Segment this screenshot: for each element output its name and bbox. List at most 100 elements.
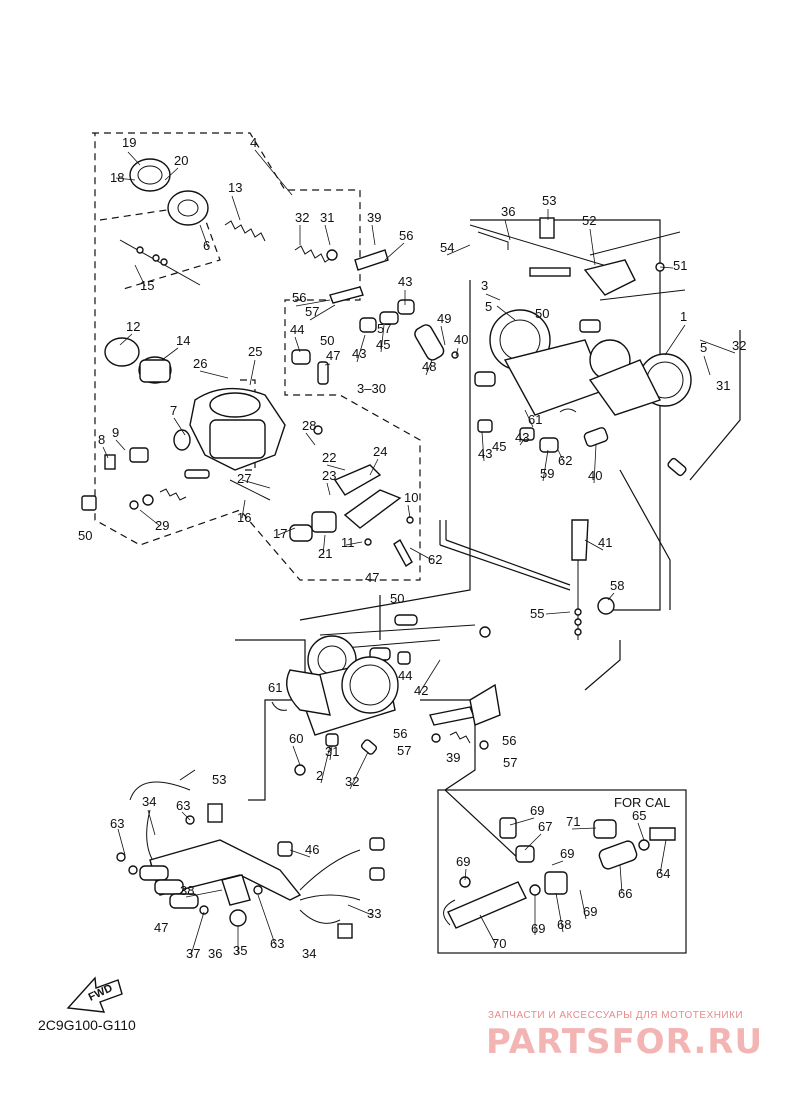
callout-45-2: 45 [492, 439, 506, 454]
callout-43-4: 43 [515, 430, 529, 445]
leader-lines [102, 149, 736, 956]
callout-3: 3 [481, 278, 488, 293]
callout-69-5: 69 [583, 904, 597, 919]
leader-line [380, 324, 385, 353]
callout-58: 58 [610, 578, 624, 593]
leader-line [524, 833, 542, 851]
group-boundaries [92, 132, 741, 861]
callout-47-2: 47 [365, 570, 379, 585]
leader-line [305, 432, 316, 446]
leader-line [555, 892, 564, 933]
carb-assembly-upper-right [469, 217, 692, 477]
leader-line [249, 359, 256, 386]
callout-29: 29 [155, 518, 169, 533]
leader-line [455, 347, 459, 357]
callout-12: 12 [126, 319, 140, 334]
leader-line [496, 305, 516, 321]
callout-45: 45 [376, 337, 390, 352]
callout-56-2: 56 [292, 290, 306, 305]
leader-line [593, 444, 597, 484]
callout-23: 23 [322, 468, 336, 483]
leader-line [241, 499, 246, 519]
callout-35: 35 [233, 943, 247, 958]
callout-1: 1 [680, 309, 687, 324]
callout-62: 62 [428, 552, 442, 567]
callout-32-3: 32 [345, 774, 359, 789]
callout-24: 24 [373, 444, 387, 459]
leader-line [446, 244, 471, 256]
callout-40-2: 40 [588, 468, 602, 483]
callout-25: 25 [248, 344, 262, 359]
callout-31-3: 31 [325, 744, 339, 759]
callout-44: 44 [290, 322, 304, 337]
leader-line [584, 539, 604, 551]
leader-line [349, 751, 369, 790]
fwd-arrow: FWD [66, 976, 123, 1013]
callout-14: 14 [176, 333, 190, 348]
callout-39: 39 [367, 210, 381, 225]
leader-line [161, 347, 179, 361]
leader-line [485, 293, 501, 301]
callout-51: 51 [673, 258, 687, 273]
leader-line [579, 889, 587, 920]
leader-line [356, 334, 366, 363]
callout-50-3: 50 [535, 306, 549, 321]
leader-line [324, 224, 331, 246]
callout-11: 11 [341, 535, 355, 550]
callout-67: 67 [538, 819, 552, 834]
callout-56-4: 56 [502, 733, 516, 748]
leader-line [479, 914, 497, 946]
for-cal-box: FOR CAL [437, 789, 687, 954]
callout-41: 41 [598, 535, 612, 550]
callout-19: 19 [122, 135, 136, 150]
callout-40: 40 [454, 332, 468, 347]
callout-4: 4 [250, 135, 257, 150]
callout-43-3: 43 [478, 446, 492, 461]
callout-43: 43 [398, 274, 412, 289]
callout-55: 55 [530, 606, 544, 621]
callout-2: 2 [316, 768, 323, 783]
leader-line [699, 339, 736, 354]
leader-line [440, 325, 446, 346]
carb-assembly-upper-left [81, 158, 459, 568]
callout-bracket-3-30: 3–30 [357, 381, 386, 396]
leader-line [371, 224, 376, 246]
leader-line [102, 446, 109, 459]
sheet-code: 2C9G100-G110 [38, 1017, 136, 1033]
callout-52: 52 [582, 213, 596, 228]
callout-71: 71 [566, 814, 580, 829]
leader-line [181, 811, 191, 821]
leader-line [409, 547, 433, 561]
callout-17: 17 [273, 526, 287, 541]
leader-line [504, 219, 511, 241]
callout-61-2: 61 [268, 680, 282, 695]
leader-line [369, 458, 379, 476]
leader-line [164, 167, 179, 181]
callout-7: 7 [170, 403, 177, 418]
callout-53: 53 [542, 193, 556, 208]
callout-31: 31 [320, 210, 334, 225]
leader-line [309, 304, 336, 321]
callout-37: 37 [186, 946, 200, 961]
leader-line [619, 864, 623, 894]
leader-line [277, 527, 296, 536]
callout-8: 8 [98, 432, 105, 447]
callout-39-2: 39 [446, 750, 460, 765]
callout-44-2: 44 [398, 668, 412, 683]
carb-assembly-lower [271, 614, 501, 776]
leader-line [589, 228, 596, 266]
callout-57-4: 57 [503, 755, 517, 770]
callout-47-3: 47 [154, 920, 168, 935]
watermark-tagline: ЗАПЧАСТИ И АКСЕССУАРЫ ДЛЯ МОТОТЕХНИКИ [488, 1010, 744, 1021]
leader-line [322, 534, 326, 556]
callout-5-2: 5 [485, 299, 492, 314]
leader-line [147, 809, 156, 836]
leader-line [557, 449, 565, 463]
leader-line [185, 889, 223, 898]
callout-34: 34 [142, 794, 156, 809]
callout-57-2: 57 [377, 321, 391, 336]
leader-line [119, 333, 133, 346]
leader-line [254, 149, 293, 196]
callout-57-3: 57 [397, 743, 411, 758]
